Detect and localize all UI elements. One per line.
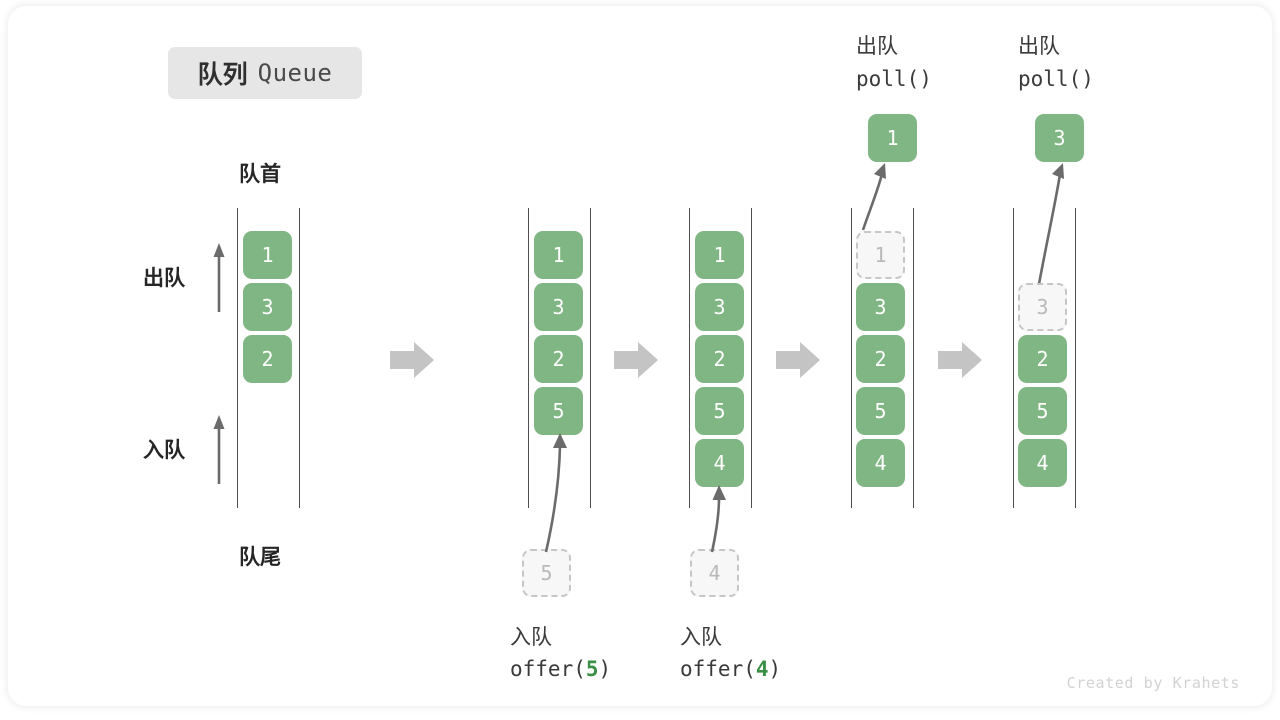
queue-cell: 3 — [243, 283, 292, 331]
queue-cell: 4 — [1018, 439, 1067, 487]
queue-rail-right — [751, 208, 752, 508]
poll-header-code: poll() — [856, 67, 932, 91]
queue-cell: 5 — [1018, 387, 1067, 435]
code-suffix: ) — [598, 657, 612, 681]
enqueue-direction-arrow — [213, 415, 225, 484]
queue-cell: 2 — [243, 335, 292, 383]
queue-cell: 2 — [1018, 335, 1067, 383]
step-arrow-icon — [938, 342, 982, 378]
poll-header-code: poll() — [1018, 67, 1094, 91]
title-english: Queue — [257, 59, 333, 87]
queue-cell-removed: 1 — [856, 231, 905, 279]
step-arrow-icon — [614, 342, 658, 378]
dequeue-motion-arrow — [861, 163, 886, 231]
queue-rail-right — [590, 208, 591, 508]
queue-cell: 3 — [856, 283, 905, 331]
queue-cell-new: 5 — [534, 387, 583, 435]
code-prefix: offer( — [680, 657, 756, 681]
dequeue-direction-arrow — [213, 243, 225, 312]
queue-cell: 5 — [695, 387, 744, 435]
step-caption-cn: 入队 — [680, 626, 722, 649]
enqueue-motion-arrow — [544, 433, 567, 553]
poll-header-cn: 出队 — [1018, 35, 1060, 58]
queue-cell: 2 — [534, 335, 583, 383]
poll-header-cn: 出队 — [856, 35, 898, 58]
queue-cell: 1 — [243, 231, 292, 279]
dequeue-label: 出队 — [143, 267, 185, 290]
queue-rail-left — [689, 208, 690, 508]
queue-cell-new: 4 — [695, 439, 744, 487]
code-argument: 5 — [585, 657, 599, 681]
head-label: 队首 — [239, 163, 281, 186]
queue-cell: 5 — [856, 387, 905, 435]
step-caption-code: offer(4) — [680, 657, 781, 681]
queue-rail-right — [299, 208, 300, 508]
dequeue-motion-arrow — [1037, 163, 1064, 285]
queue-cell: 1 — [695, 231, 744, 279]
queue-cell: 1 — [534, 231, 583, 279]
diagram-title-badge: 队列 Queue — [168, 47, 362, 99]
title-chinese: 队列 — [197, 61, 248, 89]
code-prefix: offer( — [510, 657, 586, 681]
step-arrow-icon — [390, 342, 434, 378]
dequeued-value: 1 — [868, 114, 917, 162]
queue-rail-left — [237, 208, 238, 508]
code-suffix: ) — [768, 657, 782, 681]
queue-cell: 3 — [695, 283, 744, 331]
step-arrow-icon — [776, 342, 820, 378]
queue-cell: 2 — [695, 335, 744, 383]
queue-cell-removed: 3 — [1018, 283, 1067, 331]
queue-rail-left — [1013, 208, 1014, 508]
incoming-value-ghost: 4 — [690, 549, 739, 597]
dequeued-value: 3 — [1035, 114, 1084, 162]
tail-label: 队尾 — [239, 546, 281, 569]
code-argument: 4 — [755, 657, 769, 681]
watermark-credit: Created by Krahets — [1066, 674, 1240, 692]
queue-rail-left — [851, 208, 852, 508]
queue-rail-left — [528, 208, 529, 508]
step-caption-code: offer(5) — [510, 657, 611, 681]
enqueue-motion-arrow — [710, 485, 726, 553]
queue-cell: 4 — [856, 439, 905, 487]
queue-rail-right — [1075, 208, 1076, 508]
queue-cell: 2 — [856, 335, 905, 383]
queue-rail-right — [913, 208, 914, 508]
queue-cell: 3 — [534, 283, 583, 331]
enqueue-label: 入队 — [143, 439, 185, 462]
incoming-value-ghost: 5 — [522, 549, 571, 597]
step-caption-cn: 入队 — [510, 626, 552, 649]
